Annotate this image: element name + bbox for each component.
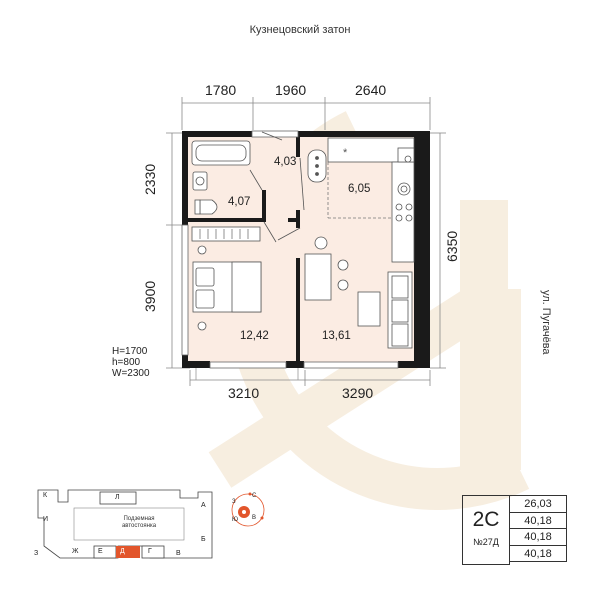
- section-i: И: [43, 516, 49, 523]
- room-area-living-room: 13,61: [322, 330, 351, 342]
- apartment-area-1: 26,03: [509, 495, 567, 513]
- section-d: Д: [120, 548, 125, 555]
- dim-top-3: 2640: [355, 82, 387, 98]
- dim-bottom-1: 3210: [228, 385, 260, 401]
- section-g: Г: [148, 548, 152, 555]
- window-size-note: H=1700 h=800 W=2300: [112, 346, 150, 379]
- section-z: З: [34, 550, 39, 557]
- apartment-type: 2С: [472, 508, 500, 531]
- apartment-area-4: 40,18: [509, 544, 567, 562]
- compass-north: С: [252, 493, 257, 499]
- apartment-area-2: 40,18: [509, 511, 567, 529]
- parking-label-line-2: автостоянка: [121, 523, 157, 529]
- apartment-info: 2С №27Д 26,03 40,18 40,18 40,18: [462, 495, 567, 565]
- window-height: H=1700: [112, 346, 148, 357]
- compass-east: В: [252, 515, 257, 521]
- apartment-areas: 26,03 40,18 40,18 40,18: [509, 495, 567, 562]
- room-area-bedroom: 12,42: [240, 330, 269, 342]
- parking-label: Подземная автостоянка: [84, 516, 194, 530]
- compass-icon: [231, 492, 265, 527]
- room-area-bathroom: 4,03: [274, 156, 297, 168]
- section-k: К: [43, 492, 48, 499]
- apartment-number: №27Д: [473, 537, 499, 547]
- compass-west: З: [232, 499, 236, 505]
- section-b: Б: [201, 536, 206, 543]
- street-label-top: Кузнецовский затон: [249, 24, 351, 36]
- section-v: В: [176, 550, 181, 557]
- room-area-toilet: 4,07: [228, 196, 251, 208]
- window-sill-height: h=800: [112, 357, 141, 368]
- room-area-kitchen: 6,05: [348, 183, 371, 195]
- compass-south: Ю: [232, 517, 239, 523]
- window-width: W=2300: [112, 368, 150, 379]
- section-zh: Ж: [72, 548, 79, 555]
- section-a: А: [201, 502, 206, 509]
- dim-top-1: 1780: [205, 82, 237, 98]
- site-plan: [37, 489, 213, 559]
- apartment-area-3: 40,18: [509, 528, 567, 546]
- svg-text:*: *: [343, 147, 348, 159]
- section-l: Л: [115, 494, 120, 501]
- parking-label-line-1: Подземная: [123, 516, 155, 522]
- apartment-type-box: 2С №27Д: [462, 495, 510, 565]
- section-e: Е: [98, 548, 103, 555]
- dim-top-2: 1960: [275, 82, 307, 98]
- dim-bottom-2: 3290: [342, 385, 374, 401]
